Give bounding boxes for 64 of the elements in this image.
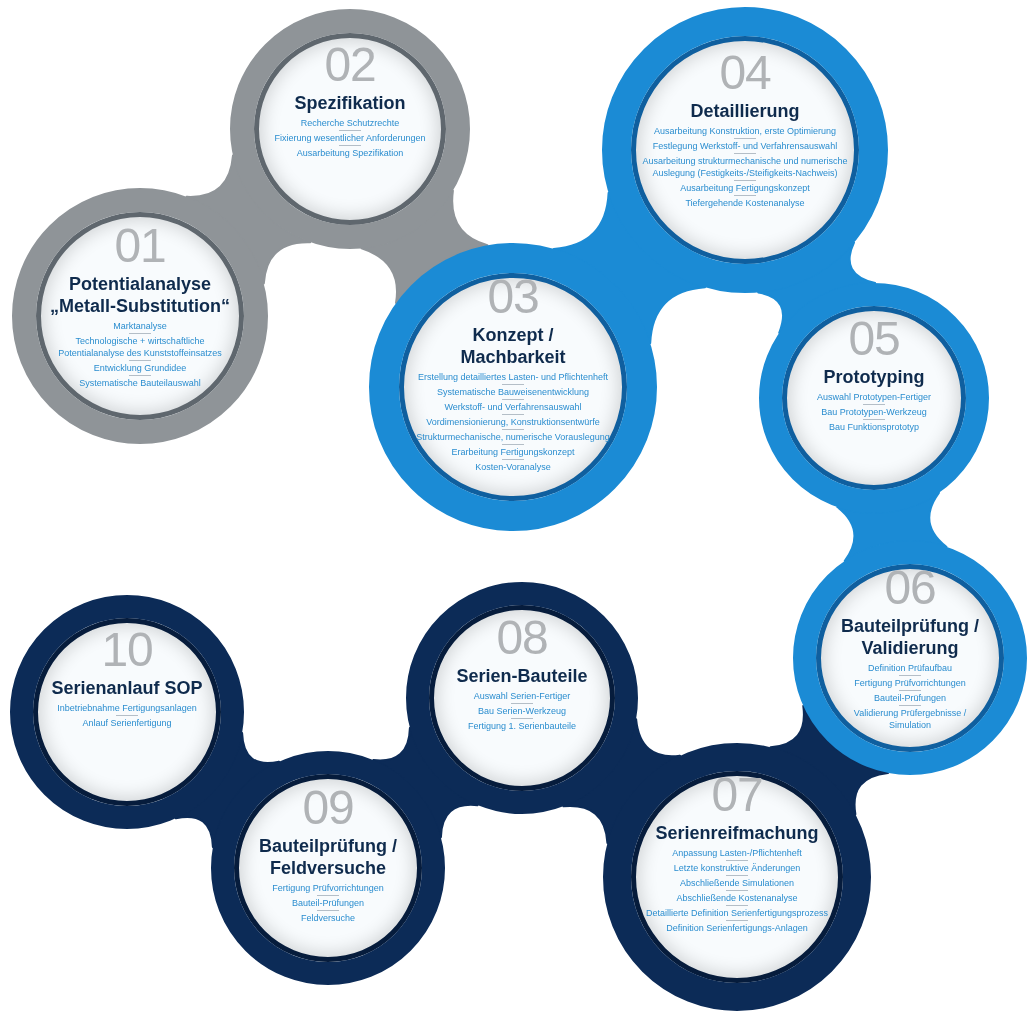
step-item: Systematische Bauteilauswahl (79, 377, 201, 389)
step-item: Fertigung Prüfvorrichtungen (272, 882, 384, 894)
step-item: Vordimensionierung, Konstruktionsentwürfe (426, 416, 600, 428)
step-item: Werkstoff- und Verfahrensauswahl (444, 401, 582, 413)
step-item: Ausarbeitung Konstruktion, erste Optimierung (653, 125, 837, 137)
step-title: Prototyping (823, 366, 925, 388)
step-number: 06 (884, 564, 936, 612)
step-item: Erarbeitung Fertigungskonzept (451, 446, 575, 458)
step-item: Ausarbeitung strukturmechanische und numerische Auslegung (Festigkeits-/Steifigkeits-Nachweis) (641, 155, 849, 179)
step-item: Fertigung 1. Serienbauteile (467, 720, 577, 732)
step-item: Abschließende Kostenanalyse (676, 892, 798, 904)
step-item: Recherche Schutzrechte (300, 117, 400, 129)
step-item: Auswahl Prototypen-Fertiger (816, 391, 932, 403)
step-title: Konzept / Machbarkeit (459, 324, 567, 368)
step-title: Serienanlauf SOP (51, 677, 203, 699)
step-item: Ausarbeitung Spezifikation (296, 147, 404, 159)
connector-band (360, 189, 489, 304)
step-item: Technologische + wirtschaftliche Potentialanalyse des Kunststoffeinsatzes (57, 335, 223, 359)
step-number: 08 (496, 614, 548, 662)
step-item: Abschließende Simulationen (679, 877, 795, 889)
step-item: Fertigung Prüfvorrichtungen (854, 677, 966, 689)
step-number: 01 (114, 222, 166, 270)
step-item: Anlauf Serienfertigung (82, 717, 172, 729)
step-title: Detaillierung (690, 100, 800, 122)
step-title: Potentialanalyse „Metall-Substitution“ (49, 273, 231, 317)
step-number: 03 (487, 273, 539, 321)
step-title: Bauteilprüfung / Feldversuche (258, 835, 398, 879)
step-item: Bau Serien-Werkzeug (478, 705, 566, 717)
step-item: Feldversuche (301, 912, 355, 924)
step-number: 02 (324, 41, 376, 89)
step-item: Fixierung wesentlicher Anforderungen (274, 132, 426, 144)
step-item: Letzte konstruktive Änderungen (673, 862, 801, 874)
step-title: Spezifikation (294, 92, 406, 114)
step-number: 04 (719, 49, 771, 97)
step-item: Anpassung Lasten-/Pflichtenheft (672, 847, 802, 859)
step-item: Bauteil-Prüfungen (873, 692, 947, 704)
step-item: Kosten-Voranalyse (475, 461, 551, 473)
step-item: Definition Serienfertigungs-Anlagen (666, 922, 808, 934)
step-number: 05 (848, 315, 900, 363)
connector-band (836, 491, 948, 562)
step-item: Tiefergehende Kostenanalyse (685, 197, 805, 209)
step-item: Festlegung Werkstoff- und Verfahrensauswahl (652, 140, 838, 152)
step-item: Auswahl Serien-Fertiger (473, 690, 571, 702)
step-title: Bauteilprüfung / Validierung (840, 615, 980, 659)
step-item: Detaillierte Definition Serienfertigungsprozess (645, 907, 829, 919)
connector-band (552, 191, 706, 345)
step-item: Systematische Bauweisenentwicklung (436, 386, 590, 398)
step-item: Ausarbeitung Fertigungskonzept (680, 182, 810, 194)
step-item: Inbetriebnahme Fertigungsanlagen (57, 702, 197, 714)
step-item: Definition Prüfaufbau (867, 662, 953, 674)
step-number: 10 (101, 626, 153, 674)
step-item: Strukturmechanische, numerische Vorauslegung (416, 431, 610, 443)
step-number: 09 (302, 784, 354, 832)
step-number: 07 (711, 771, 763, 819)
step-item: Bauteil-Prüfungen (291, 897, 365, 909)
step-item: Bau Funktionsprototyp (828, 421, 920, 433)
step-item: Validierung Prüfergebnisse / Simulation (852, 707, 968, 731)
step-item: Entwicklung Grundidee (93, 362, 187, 374)
step-item: Marktanalyse (113, 320, 167, 332)
connector-band (185, 154, 312, 285)
step-item: Bau Prototypen-Werkzeug (821, 406, 927, 418)
step-title: Serien-Bauteile (456, 665, 588, 687)
step-title: Serienreifmachung (655, 822, 819, 844)
step-item: Erstellung detailliertes Lasten- und Pflichtenheft (417, 371, 609, 383)
